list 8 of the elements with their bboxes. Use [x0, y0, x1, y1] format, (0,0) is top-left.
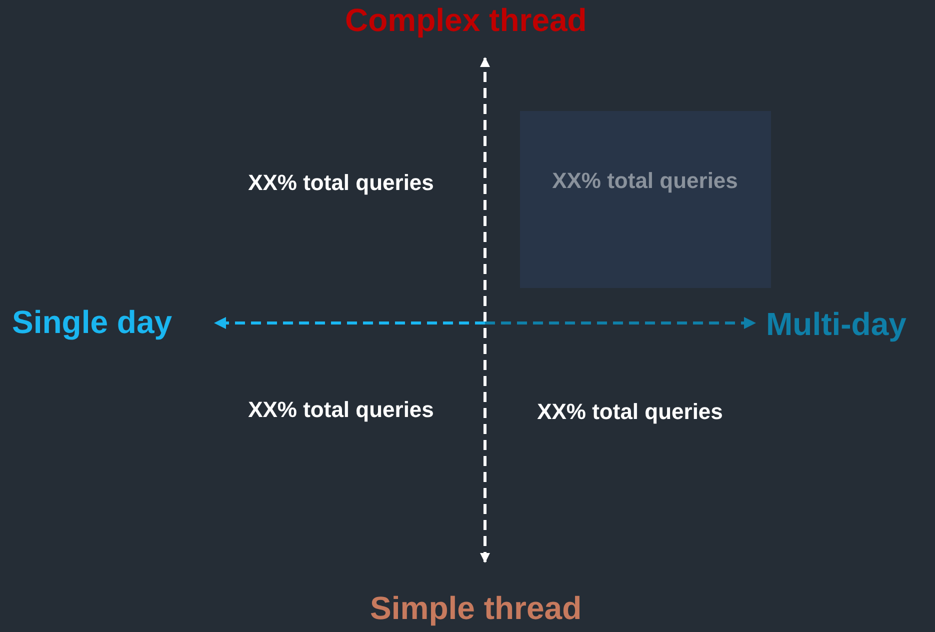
quadrant-label: XX% total queries — [247, 169, 435, 197]
quadrant-label: XX% total queries — [536, 398, 724, 426]
axis-label: Complex thread — [345, 2, 587, 39]
quadrant-label: XX% total queries — [551, 167, 739, 195]
axis-label: Simple thread — [370, 590, 582, 627]
axis-label: Single day — [12, 304, 172, 341]
axis-label: Multi-day — [766, 306, 906, 343]
quadrant-label: XX% total queries — [247, 396, 435, 424]
